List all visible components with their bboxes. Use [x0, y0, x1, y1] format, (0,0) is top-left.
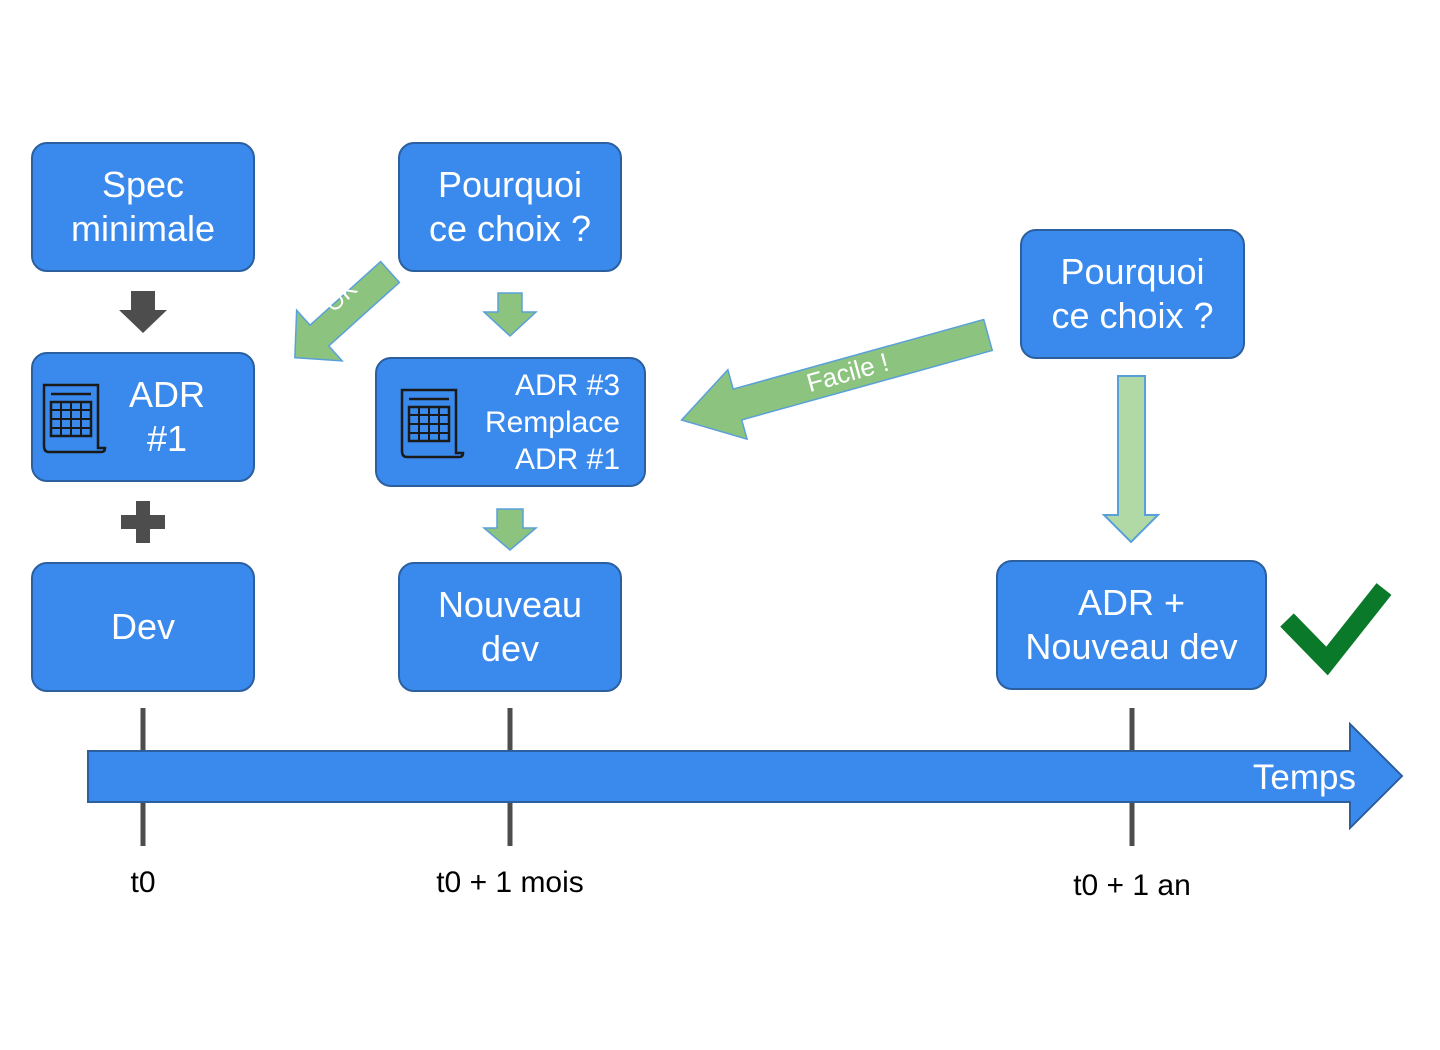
- dev-box: Dev: [31, 562, 255, 692]
- adr-3-box: ADR #3 Remplace ADR #1: [375, 357, 646, 487]
- tick-label-t0-1-mois: t0 + 1 mois: [436, 866, 584, 899]
- dev-label: Dev: [110, 606, 176, 647]
- pourquoi-box-2: Pourquoi ce choix ?: [1020, 229, 1245, 359]
- down-arrow-icon: [119, 291, 167, 333]
- green-down-arrow-top: [482, 292, 538, 338]
- plus-icon: [121, 501, 165, 543]
- document-table-icon: [400, 388, 465, 459]
- pourquoi-box-1: Pourquoi ce choix ?: [398, 142, 622, 272]
- adr-1-box: ADR #1: [31, 352, 255, 482]
- pourquoi-label-2: Pourquoi ce choix ?: [1051, 251, 1214, 336]
- adr-nouveau-dev-label: ADR + Nouveau dev: [1025, 582, 1238, 667]
- ok-arrow: [294, 260, 401, 362]
- timeline-arrow: [87, 721, 1404, 831]
- adr-1-label: ADR #1: [129, 374, 206, 459]
- nouveau-dev-label: Nouveau dev: [437, 584, 583, 669]
- timeline-label: Temps: [1253, 758, 1356, 797]
- nouveau-dev-box: Nouveau dev: [398, 562, 622, 692]
- pourquoi-label-1: Pourquoi ce choix ?: [428, 164, 592, 249]
- adr-3-label: ADR #3 Remplace ADR #1: [484, 368, 620, 476]
- spec-minimale-label: Spec minimale: [70, 164, 216, 249]
- facile-arrow: [680, 318, 994, 441]
- green-down-arrow-bottom: [481, 508, 539, 551]
- tick-label-t0-1-an: t0 + 1 an: [1073, 869, 1191, 902]
- tick-label-t0: t0: [130, 866, 156, 899]
- checkmark-icon: [1280, 583, 1392, 676]
- adr-nouveau-dev-box: ADR + Nouveau dev: [996, 560, 1267, 690]
- long-down-arrow: [1101, 375, 1161, 544]
- spec-minimale-box: Spec minimale: [31, 142, 255, 272]
- document-table-icon: [42, 383, 107, 454]
